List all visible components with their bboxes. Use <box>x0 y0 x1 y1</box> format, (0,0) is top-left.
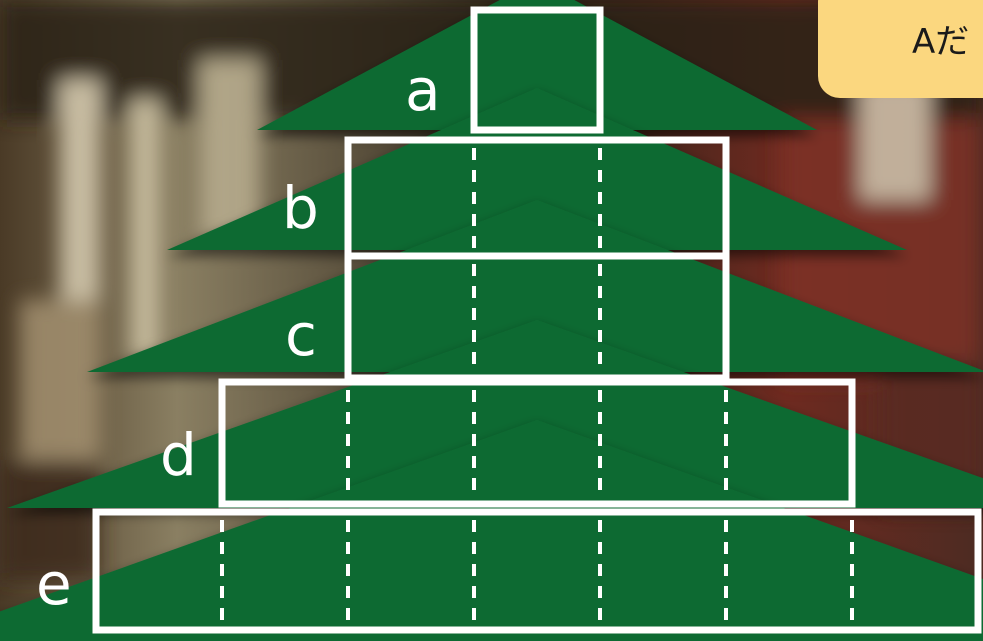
note-callout: Aだ <box>818 0 983 98</box>
row-label-b: b <box>282 174 319 242</box>
note-text: Aだ <box>912 22 969 62</box>
row-label-d: d <box>160 421 197 489</box>
row-label-a: a <box>405 56 441 124</box>
row-label-c: c <box>285 301 317 369</box>
row-label-e: e <box>36 550 72 618</box>
